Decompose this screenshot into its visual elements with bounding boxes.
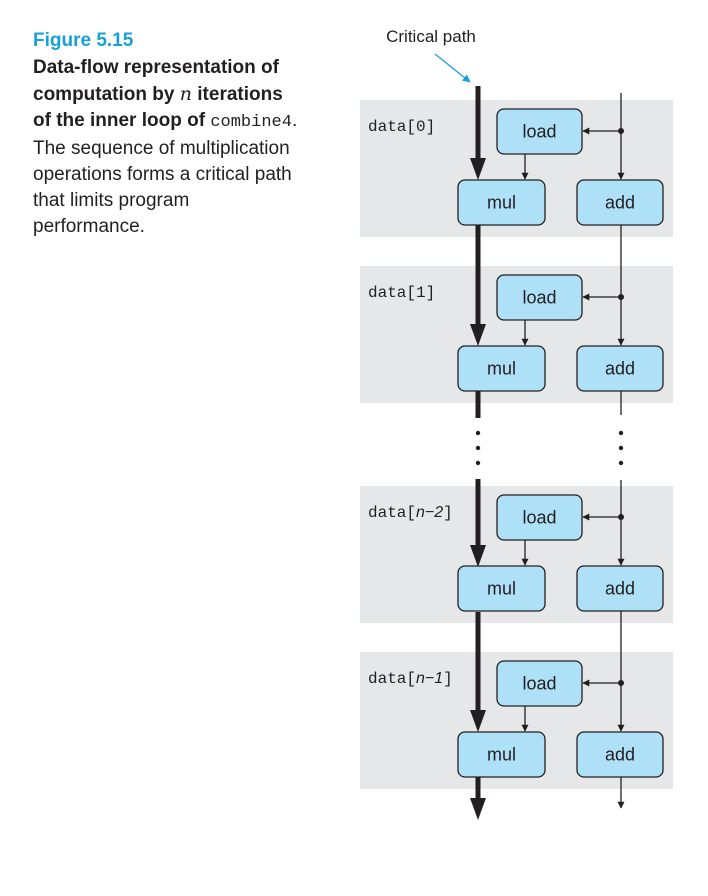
ellipsis-dot-2-2 — [618, 445, 624, 451]
add-label-2: add — [605, 359, 635, 379]
load-label-3: load — [522, 508, 556, 528]
data-label-2: data[1] — [368, 284, 435, 302]
load-label-4: load — [522, 674, 556, 694]
ellipsis-dot-1-3 — [475, 460, 481, 466]
add-box-3 — [576, 565, 664, 612]
load-box-1 — [496, 108, 583, 155]
critical-path-pointer — [434, 53, 471, 83]
add-label-1: add — [605, 193, 635, 213]
figure-caption: Figure 5.15 Data-flow representation of … — [33, 30, 305, 240]
critical-path-segment-2-head — [470, 324, 486, 346]
add-label-4: add — [605, 745, 635, 765]
critical-path-output-head — [470, 798, 486, 820]
load-box-2 — [496, 274, 583, 321]
load-label-2: load — [522, 288, 556, 308]
ellipsis-dot-1-1 — [475, 430, 481, 436]
caption-title-part1: Data-flow representation of computation … — [33, 57, 279, 105]
caption-title-var: n — [179, 83, 192, 105]
add-box-1 — [576, 179, 664, 226]
ellipsis-dot-2-3 — [618, 460, 624, 466]
mul-box-3 — [457, 565, 546, 612]
mul-label-4: mul — [487, 745, 516, 765]
add-box-4 — [576, 731, 664, 778]
caption-title-code: combine4 — [210, 113, 292, 132]
load-label-1: load — [522, 122, 556, 142]
critical-path-segment-1-head — [470, 158, 486, 180]
ellipsis-dot-2-1 — [618, 430, 624, 436]
mul-label-2: mul — [487, 359, 516, 379]
add-label-3: add — [605, 579, 635, 599]
mul-box-2 — [457, 345, 546, 392]
data-label-3: data[n−2] — [368, 504, 453, 522]
data-label-1: data[0] — [368, 118, 435, 136]
data-label-4: data[n−1] — [368, 670, 453, 688]
load-box-3 — [496, 494, 583, 541]
caption-text: Data-flow representation of computation … — [33, 55, 305, 240]
mul-box-1 — [457, 179, 546, 226]
add-box-2 — [576, 345, 664, 392]
caption-title-part3: . The sequence of multiplication operati… — [33, 110, 298, 237]
load-box-4 — [496, 660, 583, 707]
figure-label: Figure 5.15 — [33, 30, 134, 51]
ellipsis-dot-1-2 — [475, 445, 481, 451]
critical-path-segment-4-head — [470, 710, 486, 732]
mul-label-3: mul — [487, 579, 516, 599]
caption-title-part2: iterations of the inner loop of — [33, 84, 283, 131]
mul-box-4 — [457, 731, 546, 778]
mul-label-1: mul — [487, 193, 516, 213]
critical-path-segment-3-head — [470, 545, 486, 567]
critical-path-label: Critical path — [386, 27, 476, 46]
